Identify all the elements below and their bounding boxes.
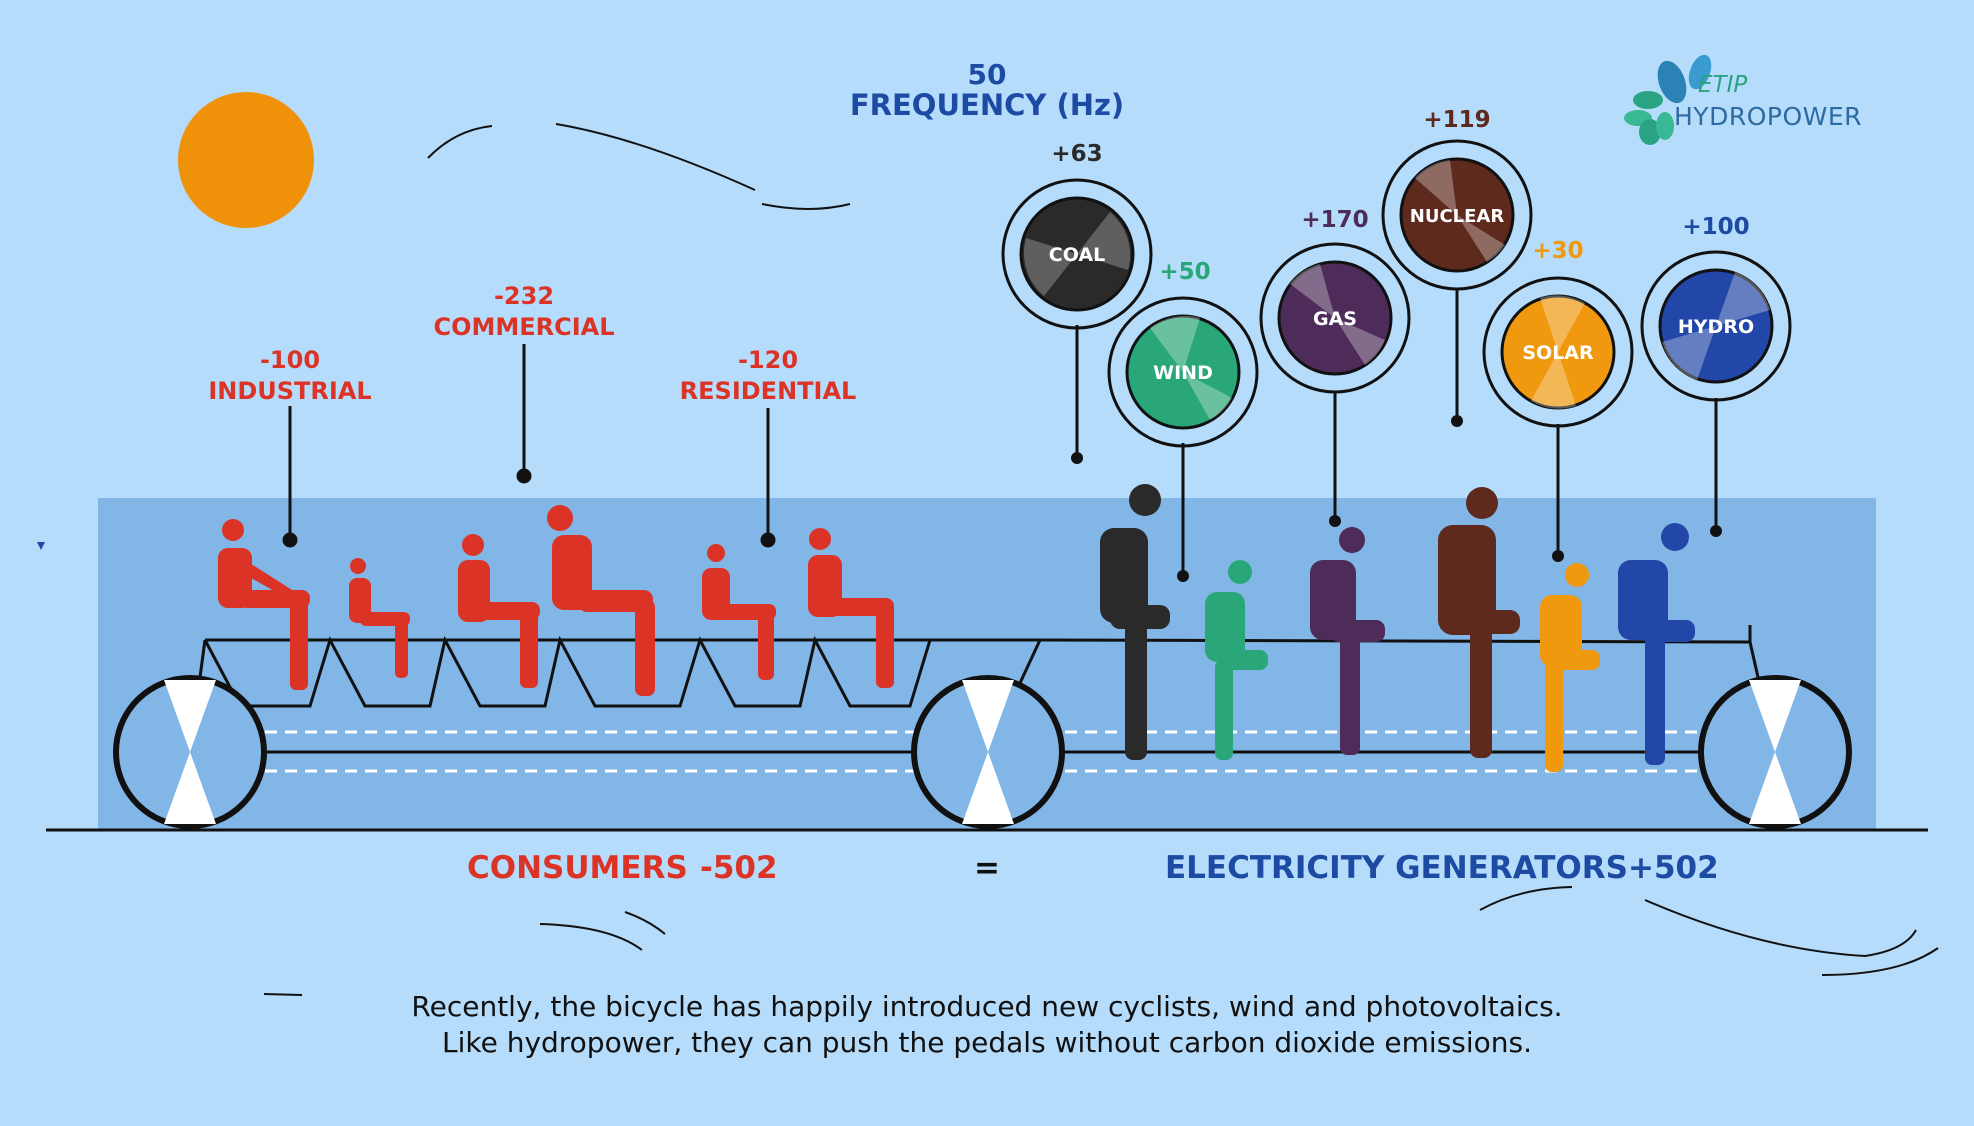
nuclear-value: +119 — [1423, 107, 1490, 133]
gas-label: GAS — [1313, 308, 1357, 330]
solar-value: +30 — [1532, 238, 1583, 264]
logo-top-text: ETIP — [1698, 72, 1748, 98]
consumer-pointers — [282, 344, 776, 548]
rider-icon — [458, 534, 540, 688]
consumers-total-label: CONSUMERS — [467, 850, 688, 886]
nuclear-label: NUCLEAR — [1410, 206, 1505, 227]
badge-labels: COAL WIND GAS NUCLEAR SOLAR HYDRO — [1049, 206, 1754, 384]
residential-value: -120 — [737, 346, 799, 374]
rider-icon — [1100, 484, 1170, 760]
residential-label: RESIDENTIAL — [679, 377, 857, 405]
hydro-label: HYDRO — [1678, 316, 1754, 338]
industrial-group: -100 INDUSTRIAL — [208, 345, 371, 407]
wind-value: +50 — [1159, 259, 1210, 285]
generators-total-value: +502 — [1628, 850, 1719, 886]
hydro-badge-icon — [1640, 250, 1792, 537]
gas-value: +170 — [1301, 207, 1368, 233]
generator-badges — [1001, 139, 1792, 582]
rider-icon — [1618, 523, 1695, 765]
frequency-label: FREQUENCY (Hz) — [849, 88, 1125, 122]
commercial-label: COMMERCIAL — [433, 313, 615, 341]
rider-icon — [547, 505, 655, 696]
wind-lines — [263, 123, 1939, 996]
small-marker-icon — [37, 542, 45, 550]
bicycle-wheels — [113, 675, 1852, 829]
hydro-value: +100 — [1682, 214, 1749, 240]
consumers-total-value: -502 — [700, 850, 778, 886]
coal-label: COAL — [1049, 244, 1105, 266]
rider-icon — [218, 519, 310, 690]
gas-badge-icon — [1259, 242, 1411, 527]
industrial-value: -100 — [259, 346, 321, 374]
wheel-center-icon — [911, 675, 1065, 829]
rider-icon — [349, 558, 410, 678]
rider-icon — [1310, 527, 1385, 755]
rider-icon — [702, 544, 776, 680]
rider-icon — [1540, 563, 1600, 772]
commercial-value: -232 — [493, 282, 555, 310]
wheel-right-icon — [1698, 675, 1852, 829]
rider-icon — [808, 528, 894, 688]
nuclear-badge-icon — [1381, 139, 1533, 427]
dashed-rails — [205, 730, 1790, 773]
industrial-label: INDUSTRIAL — [208, 377, 372, 405]
rider-icon — [1205, 560, 1268, 760]
wind-label: WIND — [1153, 362, 1213, 384]
equals-sign: = — [974, 850, 1000, 886]
coal-value: +63 — [1051, 141, 1102, 167]
frequency-value: 50 — [967, 58, 1007, 91]
generator-values: +63 +50 +170 +119 +30 +100 — [1051, 107, 1749, 285]
consumer-riders — [218, 505, 894, 696]
wind-badge-icon — [1107, 296, 1259, 582]
solar-label: SOLAR — [1522, 342, 1594, 364]
caption-line-2: Like hydropower, they can push the pedal… — [441, 1026, 1533, 1059]
generators-total-label: ELECTRICITY GENERATORS — [1165, 850, 1628, 886]
generator-riders — [1100, 484, 1695, 772]
solar-badge-icon — [1482, 276, 1634, 562]
coal-badge-icon — [1001, 178, 1153, 464]
residential-group: -120 RESIDENTIAL — [680, 345, 857, 407]
etip-logo-icon — [1624, 54, 1712, 145]
wheel-left-icon — [113, 675, 267, 829]
rider-icon — [1438, 487, 1520, 758]
commercial-group: -232 COMMERCIAL — [433, 281, 614, 343]
caption-line-1: Recently, the bicycle has happily introd… — [411, 990, 1563, 1023]
logo-main-text: HYDROPOWER — [1674, 102, 1863, 131]
sun-icon — [178, 92, 314, 228]
